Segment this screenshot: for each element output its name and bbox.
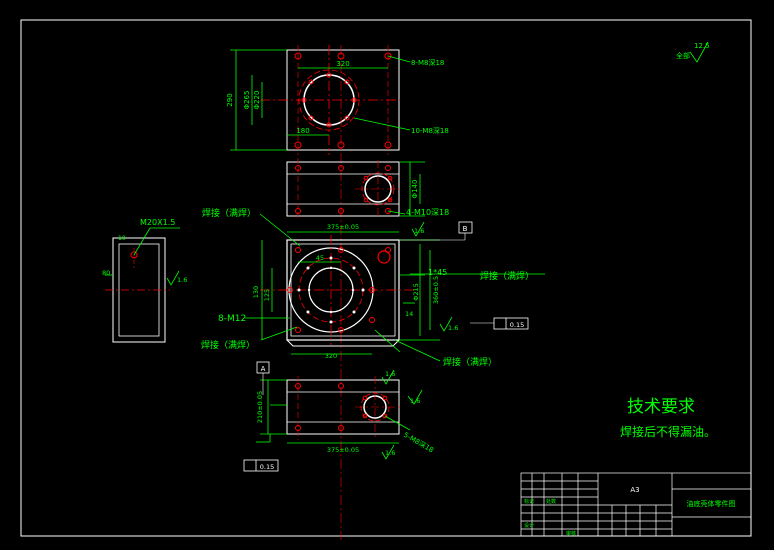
label-weld-1: 焊接（满焊） [202,207,256,219]
title-block [520,472,752,537]
dim-main-right: Φ215 [412,283,420,301]
roughness-1: 1.6 [414,227,424,235]
label-chamfer: 1*45 [428,268,447,277]
roughness-6: 1.6 [410,397,420,405]
label-holes-bottom: 5-M8深18 [402,430,435,454]
dim-main-left2: 125 [263,289,271,301]
side-view: M20X1.5 80 10 1.6 [102,218,187,343]
title-block-row-1: 标记 [524,498,534,505]
tolerance-right: 0.15 [510,321,524,329]
datum-b: B [463,225,468,233]
tech-requirements-title: 技术要求 [627,397,695,417]
label-weld-4: 焊接（满焊） [443,356,497,368]
dim-side-h: 80 [102,269,110,277]
title-block-row-3: 设计 [524,522,534,529]
dim-top-d2: Φ220 [253,91,261,110]
label-thread: M20X1.5 [140,218,175,227]
label-holes-top-2: 10-M8深18 [411,126,449,135]
surface-finish-value: 12.5 [694,42,710,50]
dim-bottom-bottom: 375±0.05 [327,446,359,454]
label-holes-m12: 8-M12 [218,314,246,324]
tolerance-bottom: 0.15 [260,463,274,471]
roughness-5: 1.6 [385,449,395,457]
dim-bottom-left: 210±0.05 [256,391,264,423]
dim-main-w1: 375±0.05 [327,223,359,231]
title-block-row-4: 审核 [566,530,576,537]
tech-requirements-note: 焊接后不得漏油。 [620,424,716,439]
title-block-scale: A3 [630,486,639,494]
label-weld-2: 焊接（满焊） [480,270,534,282]
bottom-view: 210±0.05 375±0.05 5-M8深18 1.6 1.6 1.6 A … [243,361,435,472]
dim-top-height: 290 [226,93,234,106]
datum-a: A [261,365,266,373]
dim-main-w2: 45 [316,254,324,262]
dim-side-small: 10 [118,235,126,242]
roughness-2: 1.6 [448,324,458,332]
surface-finish-note: 全部 12.5 [676,41,710,63]
dim-top-d1: Φ265 [243,91,251,110]
title-block-row-2: 处数 [546,498,556,505]
roughness-4: 1.6 [385,370,395,378]
label-holes-top: 8-M8深18 [411,58,444,67]
dim-top-width: 320 [336,60,349,68]
label-holes-m10: 4-M10深18 [406,208,449,217]
drawing-frame [20,19,752,537]
surface-finish-all: 全部 [676,51,690,60]
dim-main-inner: 14 [405,310,413,318]
label-weld-3: 焊接（满焊） [201,339,255,351]
dim-main-right2: 360±0.5 [432,276,440,304]
dim-main-left: 130 [252,286,260,298]
dim-main-bottom: 320 [325,352,337,360]
roughness-3: 1.6 [177,276,187,284]
title-block-drawing-name: 油底壳体零件图 [687,499,736,508]
dim-top-bottom: 180 [296,127,309,135]
top-view: 320 290 Φ265 Φ220 180 8-M8深18 10-M8深18 [226,45,449,540]
dim-mid-right: Φ140 [411,180,419,199]
front-view: Φ140 4-M10深18 [286,158,449,220]
main-view: 375±0.05 45 320 130 125 Φ215 360±0.5 14 … [201,207,545,405]
